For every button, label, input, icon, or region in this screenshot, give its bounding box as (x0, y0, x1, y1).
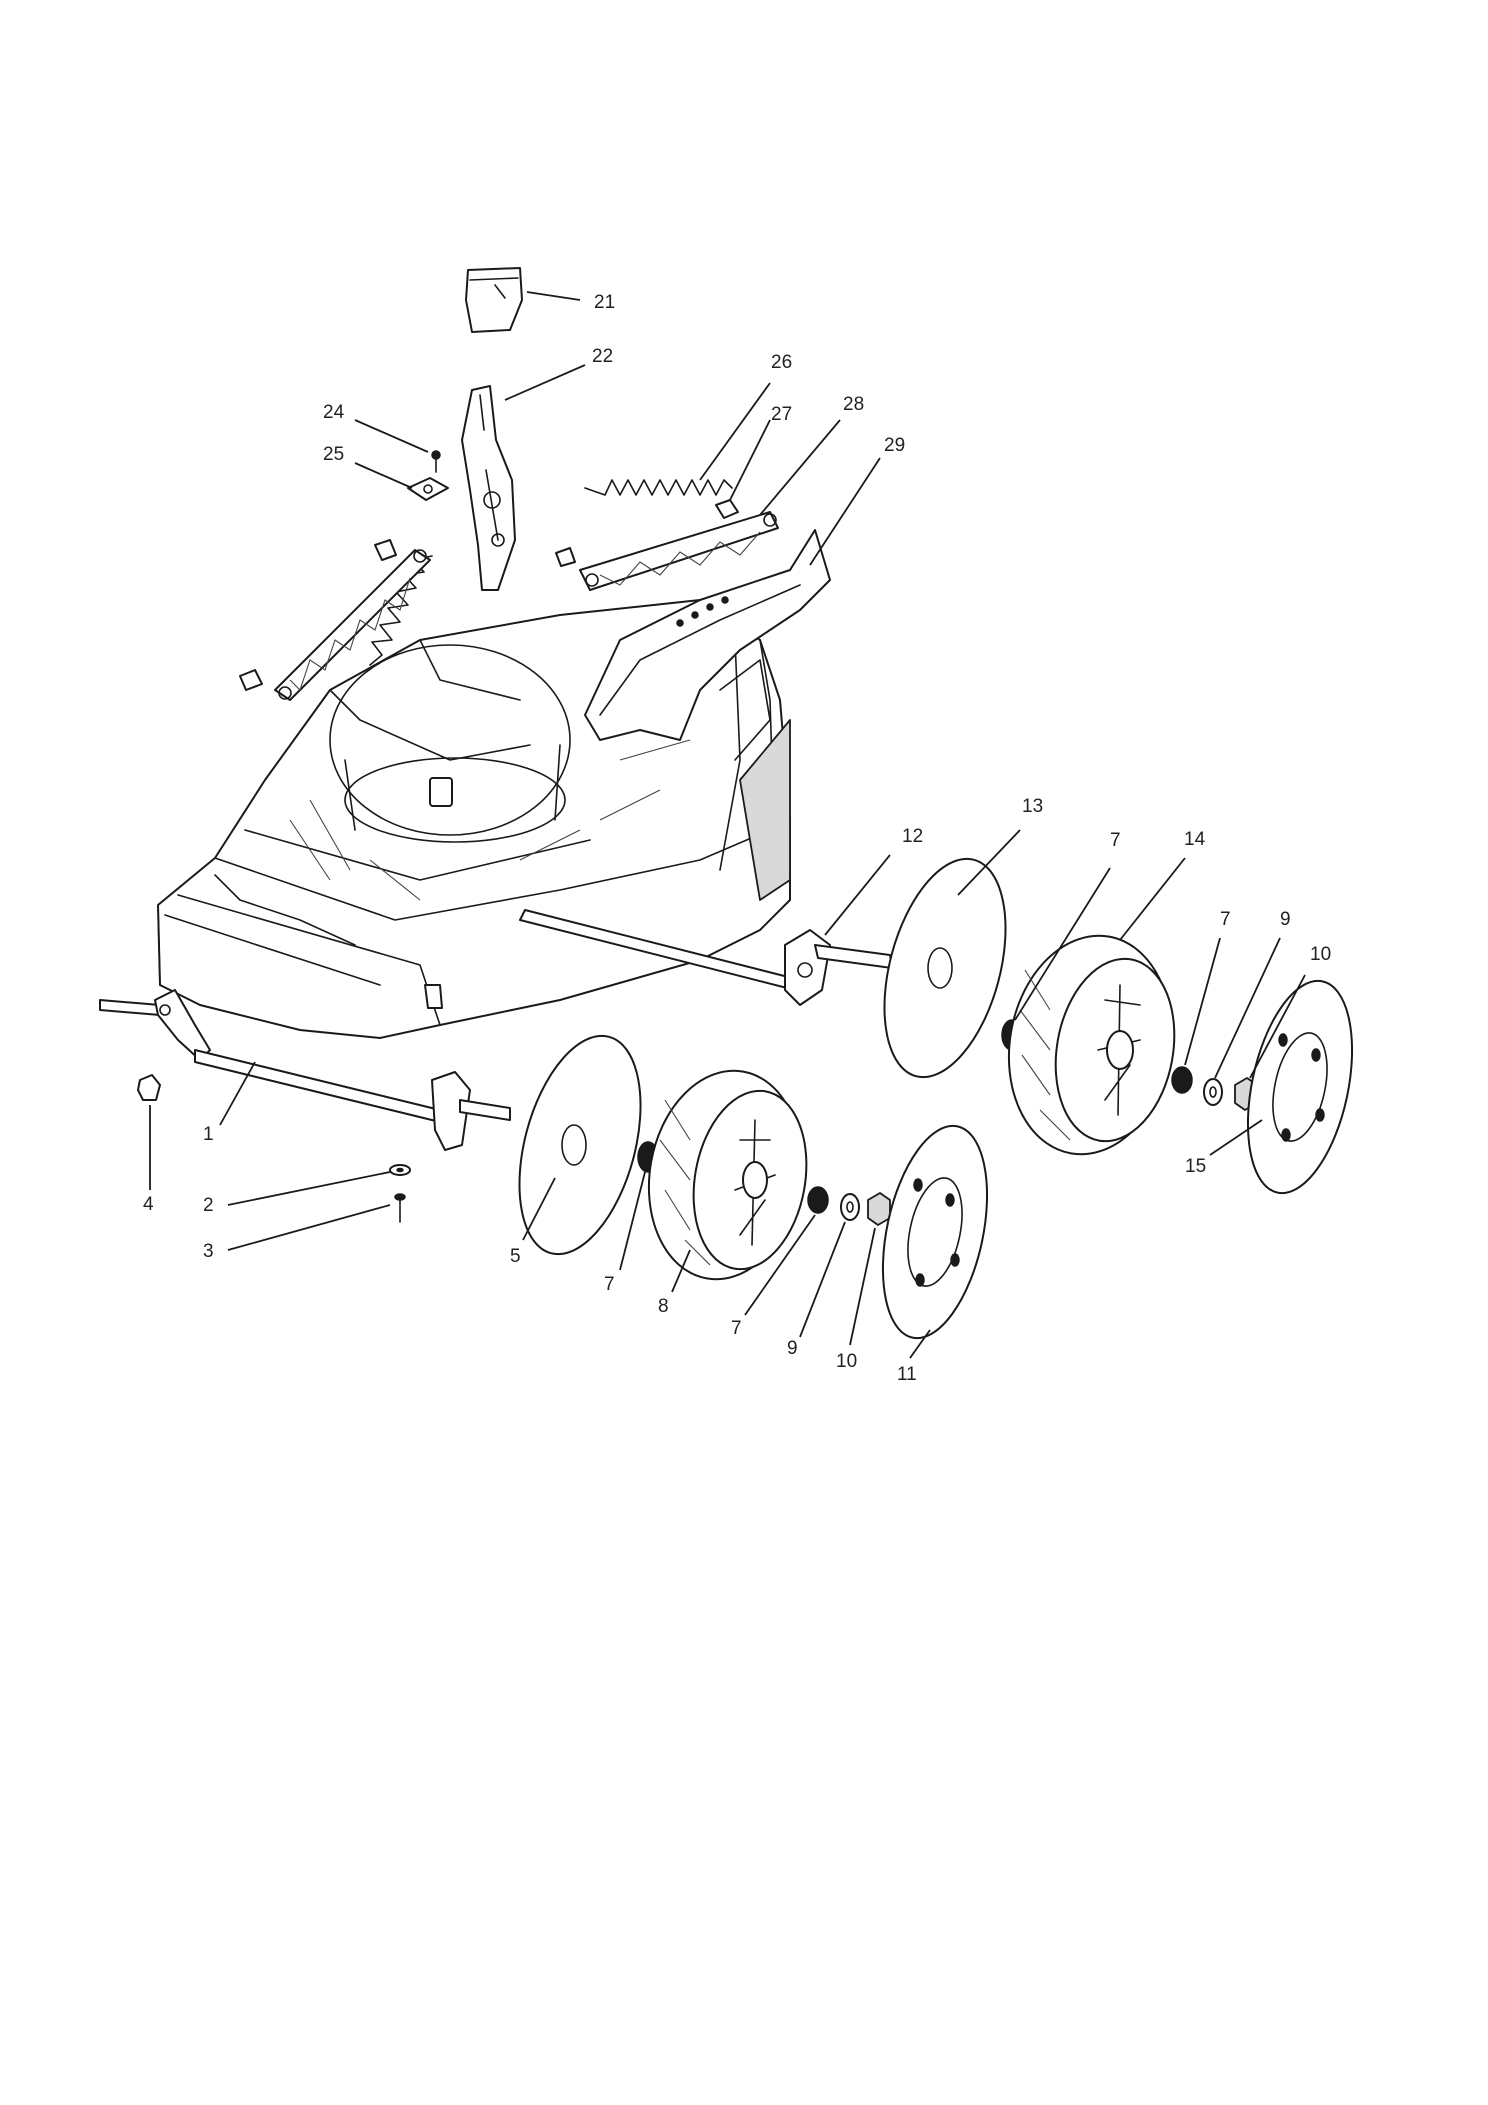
callout-14: 14 (1184, 829, 1206, 850)
callout-2: 2 (203, 1195, 214, 1216)
clip-part-25 (407, 477, 449, 501)
callout-3: 3 (203, 1241, 214, 1262)
hub-cap-part-15 (1246, 979, 1354, 1195)
callout-12: 12 (902, 826, 923, 847)
callout-10-front: 10 (836, 1351, 857, 1372)
callout-11: 11 (897, 1364, 917, 1385)
screw-part-3 (394, 1193, 406, 1223)
callout-7-rear-inner: 7 (1110, 830, 1121, 851)
front-axle-part-1 (99, 989, 511, 1151)
rear-flap-part-29 (584, 529, 831, 741)
callout-13: 13 (1022, 796, 1043, 817)
washer-part-9-front (840, 1193, 860, 1221)
callout-9-rear: 9 (1280, 909, 1291, 930)
washer-part-2 (389, 1164, 411, 1176)
leader-lines (149, 291, 1306, 1359)
clip-part-27-left-bottom (239, 669, 263, 691)
callout-7-front-outer: 7 (731, 1318, 742, 1339)
callout-10-rear: 10 (1310, 944, 1331, 965)
callout-1: 1 (203, 1124, 214, 1145)
callout-22: 22 (592, 346, 613, 367)
callout-25: 25 (323, 444, 344, 465)
bearing-part-7-rear-outer (1171, 1066, 1193, 1094)
callout-labels: 21 22 24 25 26 27 28 29 12 13 7 14 7 9 1… (143, 292, 1331, 1385)
front-wheel-part-8 (647, 1069, 808, 1281)
nut-part-10-front (867, 1192, 891, 1226)
clip-part-27-mid (555, 547, 576, 567)
callout-21: 21 (594, 292, 615, 313)
callout-29: 29 (884, 435, 905, 456)
spring-part-26-lower (369, 555, 433, 666)
callout-4: 4 (143, 1194, 154, 1215)
disc-part-5 (518, 1034, 642, 1256)
washer-part-9-rear (1203, 1078, 1223, 1106)
clip-part-27-right (715, 499, 739, 519)
callout-7-rear-outer: 7 (1220, 909, 1231, 930)
callout-5: 5 (510, 1246, 521, 1267)
callout-26: 26 (771, 352, 792, 373)
callout-9-front: 9 (787, 1338, 798, 1359)
height-lever-part-22 (461, 385, 516, 591)
link-arm-part-28-left (274, 549, 431, 701)
lever-knob-part-21 (465, 267, 523, 333)
hub-cap-part-11 (881, 1124, 989, 1340)
callout-27: 27 (771, 404, 792, 425)
callout-8: 8 (658, 1296, 669, 1317)
clip-part-27-left-top (374, 539, 397, 561)
bearing-part-7-front-outer (807, 1186, 829, 1214)
disc-part-13 (883, 857, 1007, 1079)
callout-28: 28 (843, 394, 864, 415)
spring-part-26-upper (584, 479, 733, 496)
link-arm-part-28-right (579, 511, 779, 591)
callout-7-front-inner: 7 (604, 1274, 615, 1295)
screw-part-24 (431, 450, 441, 473)
clip-part-4 (137, 1074, 161, 1101)
callout-15: 15 (1185, 1156, 1206, 1177)
callout-24: 24 (323, 402, 345, 423)
rear-axle-part-12 (519, 909, 893, 1006)
rear-wheel-part-14 (1007, 934, 1176, 1156)
